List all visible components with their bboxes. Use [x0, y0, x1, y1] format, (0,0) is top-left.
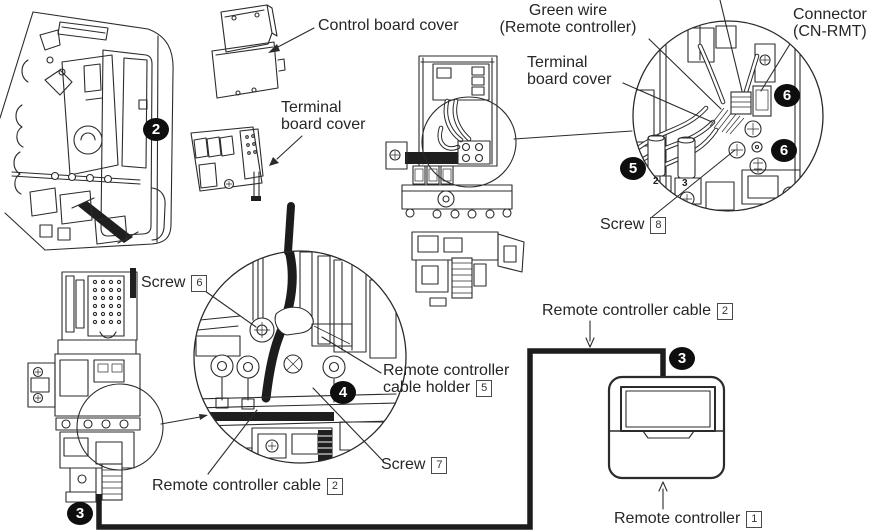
label-line1: Terminal — [527, 54, 588, 71]
cable-holder-detail-circle — [193, 171, 407, 464]
label-connector-cn-rmt: Connector (CN-RMT) — [793, 6, 867, 40]
ref-box-2b: 2 — [716, 303, 733, 320]
label-screw-6: Screw 6 — [141, 274, 208, 292]
label-line1: Connector — [793, 6, 867, 23]
ref-box-1: 1 — [746, 511, 763, 528]
label-line2-text: cable holder — [383, 379, 471, 396]
step-badge-3-left: 3 — [67, 502, 93, 525]
remote-controller-cable-route — [96, 348, 666, 530]
step-badge-5: 5 — [620, 157, 646, 180]
ref-box-6: 6 — [191, 275, 208, 292]
ref-box-5: 5 — [476, 380, 493, 397]
label-line1: Remote controller — [383, 362, 510, 379]
middle-unit-drawing — [385, 55, 633, 307]
label-screw-8: Screw 8 — [600, 216, 667, 234]
label-remote-controller-cable-holder: Remote controller cable holder 5 — [383, 362, 509, 397]
ref-box-2: 2 — [326, 478, 343, 495]
label-text: Screw — [141, 274, 186, 291]
step-badge-2: 2 — [143, 118, 169, 141]
step-badge-3-right: 3 — [669, 347, 695, 370]
label-line2: (CN-RMT) — [793, 23, 867, 40]
terminal-number-2: 2 — [653, 176, 659, 187]
terminal-board-part — [190, 126, 264, 192]
label-text: Screw — [600, 216, 645, 233]
terminal-number-3: 3 — [682, 178, 688, 189]
ref-box-7: 7 — [431, 457, 448, 474]
label-control-board-cover: Control board cover — [318, 17, 459, 34]
label-line2: (Remote controller) — [499, 19, 637, 36]
label-terminal-board-cover-right: Terminal board cover — [527, 54, 612, 88]
label-terminal-board-cover-left: Terminal board cover — [281, 99, 366, 133]
step-badge-4: 4 — [330, 381, 356, 404]
remote-controller-device — [607, 375, 726, 480]
label-line2: board cover — [281, 116, 366, 133]
step-badge-6-upper: 6 — [774, 84, 800, 107]
leader-lines — [204, 0, 791, 510]
control-board-cover-part — [211, 4, 286, 99]
label-remote-controller: Remote controller 1 — [614, 510, 763, 528]
step-badge-6-lower: 6 — [771, 139, 797, 162]
label-remote-controller-cable-left: Remote controller cable 2 — [152, 477, 343, 495]
label-text: Remote controller cable — [152, 477, 321, 494]
bottom-left-unit-drawing — [27, 268, 208, 503]
label-text: Remote controller — [614, 510, 741, 527]
label-line2: cable holder 5 — [383, 379, 509, 397]
label-line1: Green wire — [528, 2, 608, 19]
label-text: Remote controller cable — [542, 302, 711, 319]
label-text: Control board cover — [318, 17, 459, 34]
indoor-unit-open-drawing — [0, 11, 174, 251]
label-line1: Terminal — [281, 99, 342, 116]
label-screw-7: Screw 7 — [381, 456, 448, 474]
label-line2: board cover — [527, 71, 612, 88]
ref-box-8: 8 — [650, 217, 667, 234]
label-text: Screw — [381, 456, 426, 473]
label-remote-controller-cable-top: Remote controller cable 2 — [542, 302, 733, 320]
label-green-wire: Green wire (Remote controller) — [482, 2, 654, 36]
